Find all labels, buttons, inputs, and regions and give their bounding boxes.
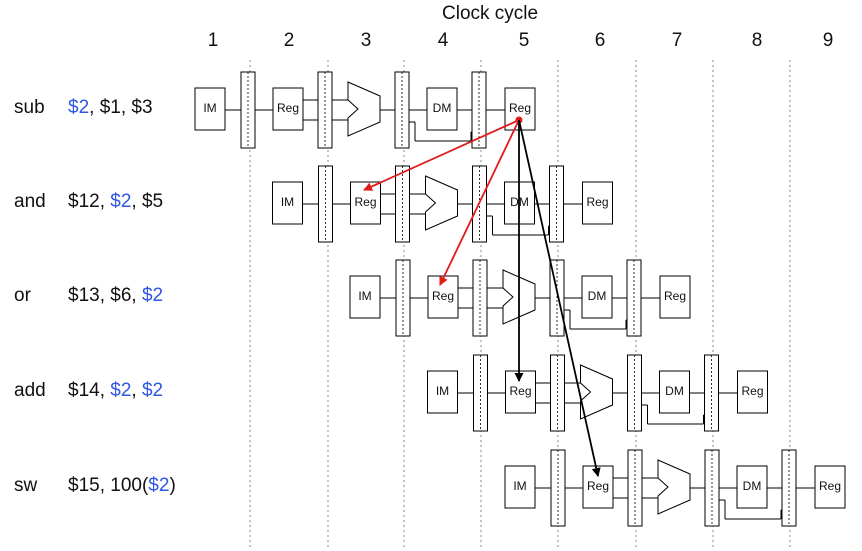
im-label: IM: [513, 479, 526, 493]
alu-shape: [580, 364, 613, 420]
reg-label: Reg: [664, 289, 686, 303]
operand-text: ): [169, 475, 176, 496]
instruction-opcode: and: [14, 191, 46, 212]
alu-shape: [347, 81, 381, 137]
register-highlight: $2: [110, 380, 132, 401]
instruction-memory-box: [272, 181, 303, 225]
reg-label: Reg: [819, 479, 841, 493]
register-writeback-box: [659, 275, 691, 319]
cycle-label: 3: [360, 30, 372, 51]
cycle-label: 1: [207, 30, 219, 51]
operand-text: $12,: [68, 191, 111, 212]
register-highlight: $2: [141, 380, 164, 401]
cycle-label: 4: [437, 30, 449, 51]
pipeline-row: IM Reg DM Reg: [194, 71, 536, 149]
data-memory-box: [581, 275, 613, 319]
cycle-label: 8: [751, 30, 763, 51]
reg-label: Reg: [587, 479, 609, 493]
alu-shape: [425, 175, 458, 231]
instruction-add: add $14, $2, $2: [14, 380, 163, 402]
register-highlight: $2: [148, 475, 170, 496]
pipeline-row: IM Reg DM Reg: [427, 354, 768, 432]
instruction-memory-box: [427, 370, 458, 414]
im-label: IM: [203, 101, 216, 115]
register-highlight: $2: [110, 191, 132, 212]
im-label: IM: [436, 384, 449, 398]
reg-label: Reg: [586, 195, 608, 209]
dm-label: DM: [665, 384, 684, 398]
reg-label: Reg: [277, 101, 299, 115]
im-label: IM: [281, 195, 294, 209]
cycle-label: 5: [518, 30, 530, 51]
instruction-memory-box: [194, 87, 226, 131]
dm-label: DM: [588, 289, 607, 303]
operand-text: $14,: [68, 380, 111, 401]
cycle-label: 9: [822, 30, 834, 51]
operand-text: , $5: [131, 191, 164, 212]
dm-label: DM: [743, 479, 762, 493]
operand-text: $15, 100(: [68, 475, 149, 496]
register-writeback-box: [737, 370, 768, 414]
register-writeback-box: [582, 181, 613, 225]
reg-label: Reg: [741, 384, 763, 398]
instruction-opcode: sub: [14, 97, 45, 118]
instruction-opcode: sw: [14, 475, 38, 496]
pipeline-row: IM Reg DM Reg: [349, 259, 691, 337]
cycle-label: 2: [283, 30, 295, 51]
data-memory-box: [659, 370, 690, 414]
instruction-memory-box: [504, 465, 536, 509]
cycle-label: 7: [671, 30, 683, 51]
operand-text: , $1, $3: [89, 97, 153, 118]
instruction-opcode: add: [14, 380, 46, 401]
instruction-memory-box: [349, 275, 381, 319]
reg-label: Reg: [354, 195, 376, 209]
reg-label: Reg: [509, 101, 531, 115]
operand-text: $13, $6,: [68, 285, 142, 306]
data-memory-box: [736, 465, 768, 509]
data-memory-box: [426, 87, 458, 131]
instruction-opcode: or: [14, 285, 31, 306]
dm-label: DM: [433, 101, 452, 115]
im-label: IM: [358, 289, 371, 303]
forward-arrow-and: [363, 119, 520, 191]
instruction-sw: sw $15, 100($2): [14, 475, 176, 497]
forward-arrow-sw: [518, 119, 601, 477]
register-writeback-box: [814, 465, 846, 509]
reg-label: Reg: [509, 384, 531, 398]
instruction-sub: sub $2, $1, $3: [14, 97, 153, 119]
instruction-and: and $12, $2, $5: [14, 191, 163, 213]
register-file-box: [505, 370, 536, 414]
register-file-box: [272, 87, 304, 131]
register-highlight: $2: [141, 285, 164, 306]
forward-arrow-or: [439, 119, 520, 286]
alu-shape: [657, 459, 691, 515]
diagram-title: Clock cycle: [442, 3, 539, 24]
pipeline-row: IM Reg DM Reg: [504, 449, 846, 527]
cycle-label: 6: [594, 30, 606, 51]
operand-text: ,: [131, 380, 142, 401]
instruction-or: or $13, $6, $2: [14, 285, 163, 307]
reg-label: Reg: [432, 289, 454, 303]
register-highlight: $2: [68, 97, 90, 118]
